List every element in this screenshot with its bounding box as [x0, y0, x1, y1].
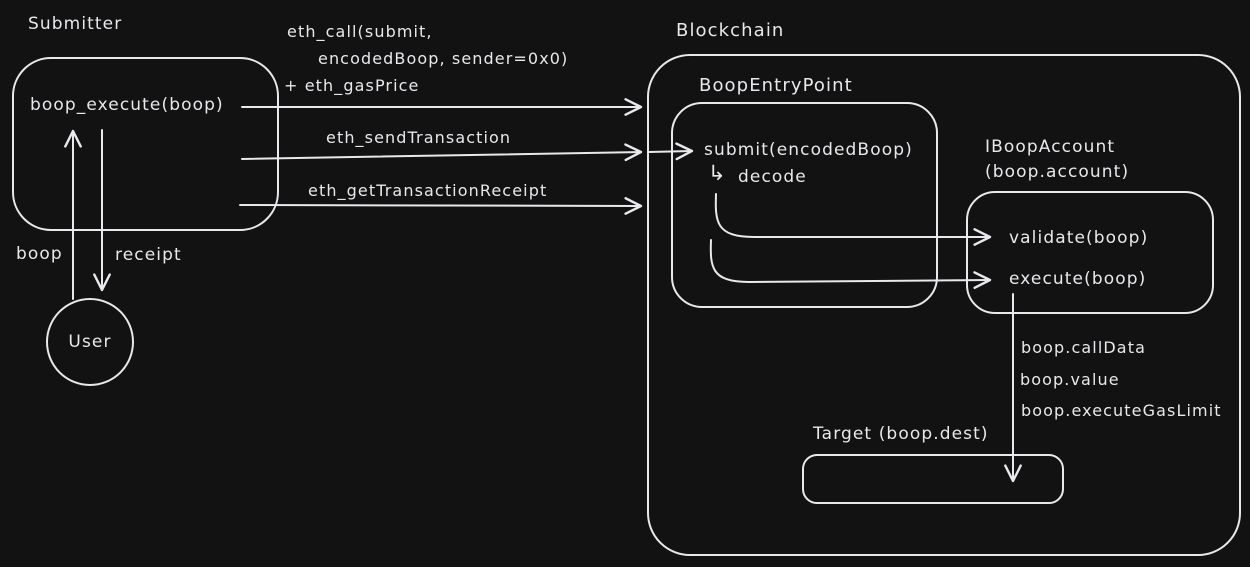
blockchain-box: [647, 54, 1241, 556]
validate-method-label: validate(boop): [1009, 228, 1149, 248]
eth-call-label-line1: eth_call(submit,: [287, 22, 433, 41]
iboop-account-box: [966, 191, 1214, 314]
eth-get-receipt-label: eth_getTransactionReceipt: [308, 181, 548, 200]
target-title: Target (boop.dest): [813, 424, 989, 444]
boop-entry-point-title: BoopEntryPoint: [699, 75, 853, 96]
eth-send-transaction-label: eth_sendTransaction: [326, 128, 512, 147]
submit-method-label: submit(encodedBoop): [704, 140, 913, 160]
blockchain-title: Blockchain: [676, 20, 785, 41]
submitter-title: Submitter: [28, 14, 123, 34]
receipt-edge-label: receipt: [115, 245, 182, 265]
return-arrow-icon: ↳: [708, 161, 726, 185]
target-box: [802, 454, 1064, 504]
eth-gas-price-label: + eth_gasPrice: [284, 76, 420, 95]
iboop-account-subtitle: (boop.account): [985, 162, 1130, 182]
execute-method-label: execute(boop): [1009, 269, 1147, 289]
eth-get-receipt-arrow: [239, 197, 643, 215]
eth-send-transaction-arrow-to-submit: [648, 142, 694, 161]
user-label: User: [68, 332, 112, 352]
decode-to-execute-arrow: [709, 239, 992, 290]
call-param-value: boop.value: [1020, 370, 1120, 389]
iboop-account-title: IBoopAccount: [985, 137, 1116, 157]
user-circle: [46, 298, 134, 386]
decode-label: decode: [738, 167, 807, 187]
eth-send-transaction-arrow: [241, 143, 643, 162]
boop-edge-label: boop: [16, 244, 63, 264]
call-param-calldata: boop.callData: [1021, 338, 1146, 357]
decode-to-validate-arrow: [714, 193, 992, 246]
boop-entry-point-box: [671, 102, 938, 308]
submitter-box: [12, 57, 279, 231]
call-param-gaslimit: boop.executeGasLimit: [1021, 401, 1222, 420]
submitter-method: boop_execute(boop): [30, 95, 224, 115]
eth-call-label-line2: encodedBoop, sender=0x0): [318, 49, 569, 68]
